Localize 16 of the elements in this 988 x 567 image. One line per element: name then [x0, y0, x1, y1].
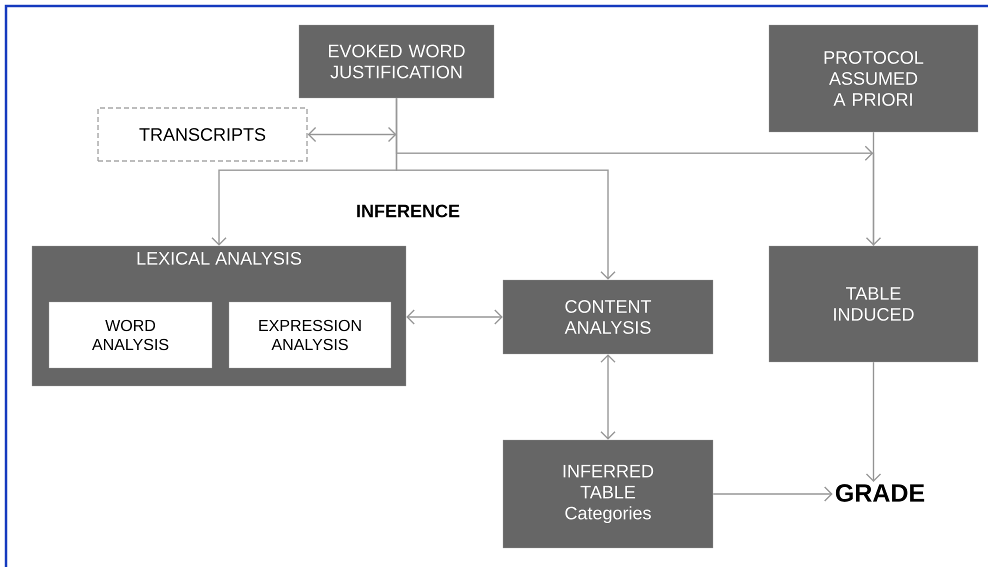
arrow	[406, 310, 503, 324]
process-box: EXPRESSION ANALYSIS	[228, 302, 392, 368]
process-box: TABLE INDUCED	[768, 246, 978, 362]
arrow	[866, 132, 881, 246]
process-box: INFERRED TABLE Categories	[502, 440, 714, 548]
annotation-label: INFERENCE	[357, 204, 460, 218]
arrow	[600, 354, 616, 440]
process-box: CONTENT ANALYSIS	[502, 280, 714, 354]
process-box: EVOKED WORD JUSTIFICATION	[298, 24, 494, 98]
source-box: TRANSCRIPTS	[97, 107, 308, 162]
arrow	[866, 362, 881, 482]
process-box: WORD ANALYSIS	[48, 302, 212, 368]
process-box: PROTOCOL ASSUMED A PRIORI	[768, 24, 978, 132]
arrow	[713, 486, 833, 502]
result-text: GRADE	[836, 484, 924, 502]
arrow	[308, 127, 397, 142]
